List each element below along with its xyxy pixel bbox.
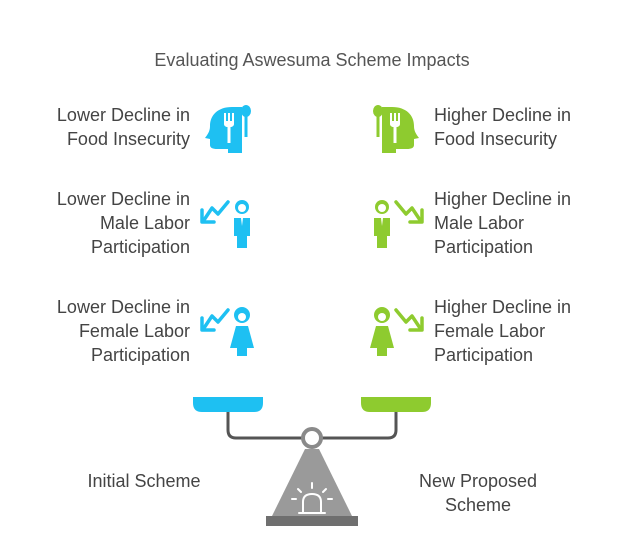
scale-pivot [301, 427, 323, 449]
left-scale-arm [226, 412, 302, 440]
woman-decline-icon [370, 307, 424, 356]
right-scale-pan [361, 397, 431, 412]
head-fork-knife-icon [373, 105, 419, 153]
right-scale-arm [322, 412, 398, 440]
initial-scheme-label: Initial Scheme [87, 471, 201, 491]
left-scale-pan [193, 397, 263, 412]
scale-base [266, 516, 358, 526]
man-decline-icon [374, 200, 424, 248]
diagram-title: Evaluating Aswesuma Scheme Impacts [154, 50, 470, 70]
woman-decline-icon [200, 307, 254, 356]
man-decline-icon [200, 200, 250, 248]
alarm-light-icon [291, 482, 333, 514]
head-fork-knife-icon [205, 105, 251, 153]
